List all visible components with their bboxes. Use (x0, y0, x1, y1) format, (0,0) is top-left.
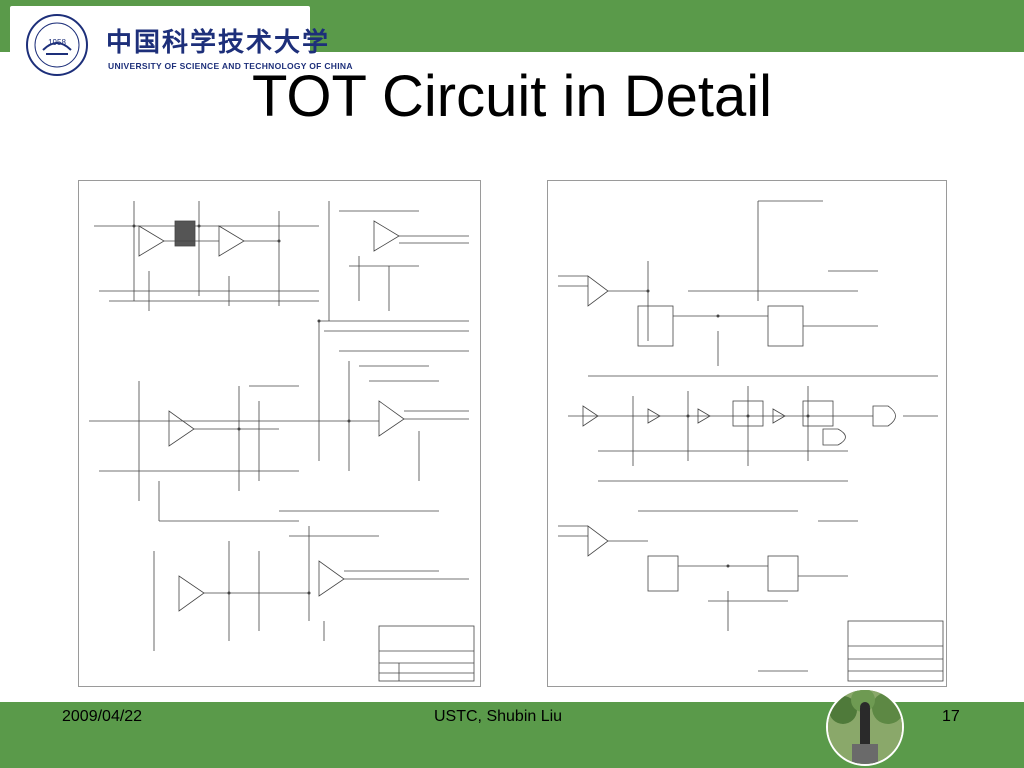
footer-author: USTC, Shubin Liu (434, 708, 563, 725)
university-logo: 1958 中国科学技术大学 UNIVERSITY OF SCIENCE AND … (10, 6, 352, 76)
footer-date: 2009/04/22 (62, 708, 143, 725)
university-seal-icon: 1958 (26, 14, 88, 76)
footer-page-number: 17 (942, 708, 960, 725)
logo-chinese-name: 中国科学技术大学 (106, 28, 331, 58)
statue-photo (826, 688, 904, 766)
schematic-digital-logic (547, 180, 947, 687)
schematic-analog-frontend (78, 180, 481, 687)
schematic-analog-drawing (89, 201, 475, 682)
seal-year: 1958 (48, 38, 66, 47)
logo-english-name: UNIVERSITY OF SCIENCE AND TECHNOLOGY OF … (108, 61, 353, 71)
schematic-digital-drawing (558, 200, 944, 682)
slide-title: TOT Circuit in Detail (252, 64, 772, 129)
statue-photo-drawing (828, 690, 902, 764)
